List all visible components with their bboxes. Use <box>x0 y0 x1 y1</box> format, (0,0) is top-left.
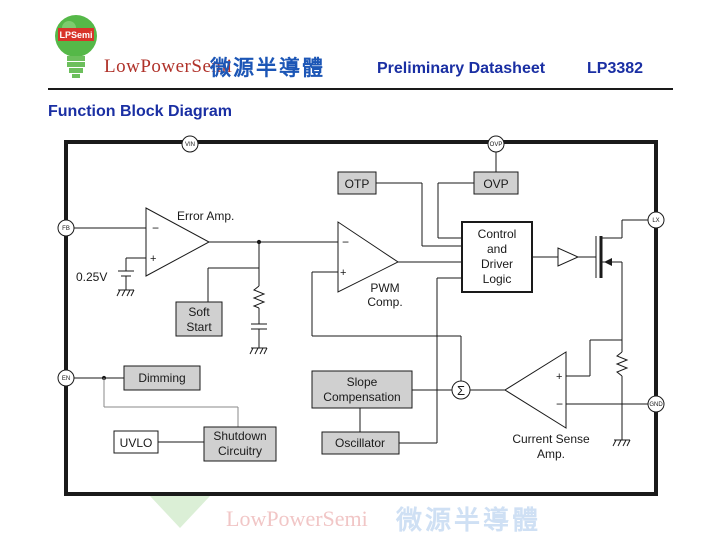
company-name-en: LowPowerSemi <box>104 56 233 77</box>
dimming-block <box>123 365 201 391</box>
ovp-block <box>473 171 519 195</box>
pin-vin-label: VIN <box>185 142 195 148</box>
error-amp-label: Error Amp. <box>177 209 234 223</box>
csa-label-2: Amp. <box>537 447 565 461</box>
vref-label: 0.25V <box>76 270 107 284</box>
control-label-2: and <box>487 242 507 256</box>
control-logic-block <box>461 221 533 293</box>
logo-text: LPSemi <box>59 30 92 40</box>
csa-minus: − <box>556 397 563 411</box>
section-title: Function Block Diagram <box>48 103 233 120</box>
csa-label-1: Current Sense <box>512 432 590 446</box>
csa-plus: + <box>556 371 562 383</box>
pwm-minus: − <box>342 235 349 249</box>
uvlo-label: UVLO <box>120 436 153 450</box>
ovp-label: OVP <box>483 177 508 191</box>
shutdown-block <box>203 426 277 462</box>
soft-start-label-2: Start <box>186 320 212 334</box>
error-amp-plus: + <box>150 253 156 265</box>
control-label-4: Logic <box>483 272 512 286</box>
pin-gnd-label: GND <box>649 402 663 408</box>
pin-fb-label: FB <box>62 226 70 232</box>
pin-ovp <box>487 135 505 153</box>
otp-block <box>337 171 377 195</box>
footer-logo-watermark <box>150 496 210 528</box>
company-name-zh: 微源半導體 <box>210 57 325 80</box>
shutdown-label-2: Circuitry <box>218 444 262 458</box>
slope-label-1: Slope <box>347 375 378 389</box>
pwm-plus: + <box>340 267 346 279</box>
oscillator-label: Oscillator <box>335 436 385 450</box>
pwm-label-2: Comp. <box>367 295 402 309</box>
pwm-comparator <box>337 221 399 293</box>
soft-start-label-1: Soft <box>188 305 210 319</box>
pin-lx <box>647 211 665 229</box>
slope-compensation-block <box>311 370 413 409</box>
chip-outline <box>64 140 658 496</box>
slope-label-2: Compensation <box>323 390 400 404</box>
footer-company-zh: 微源半導體 <box>396 505 542 535</box>
pwm-label-1: PWM <box>370 281 399 295</box>
otp-label: OTP <box>345 177 370 191</box>
pin-lx-label: LX <box>652 218 659 224</box>
pin-vin <box>181 135 199 153</box>
company-logo: LPSemi <box>55 15 97 78</box>
current-sense-amp <box>504 351 567 429</box>
shutdown-label-1: Shutdown <box>213 429 266 443</box>
sum-node <box>451 380 471 400</box>
pin-ovp-label: OVP <box>490 142 503 148</box>
dimming-label: Dimming <box>138 371 185 385</box>
oscillator-block <box>321 431 400 455</box>
error-amp-minus: − <box>152 221 159 235</box>
pin-gnd <box>647 395 665 413</box>
header-divider <box>48 88 673 90</box>
pin-en-label: EN <box>62 376 70 382</box>
ground-symbols <box>116 289 631 447</box>
footer-company-en: LowPowerSemi <box>226 506 368 531</box>
control-label-1: Control <box>478 227 517 241</box>
soft-start-block <box>175 301 223 337</box>
gate-driver <box>557 247 580 267</box>
sum-symbol: Σ <box>457 383 465 398</box>
pin-en <box>57 369 75 387</box>
mosfet-arrow <box>604 258 612 266</box>
pin-fb <box>57 219 75 237</box>
error-amp <box>145 207 211 277</box>
uvlo-block <box>113 430 159 454</box>
control-label-3: Driver <box>481 257 513 271</box>
document-title: Preliminary Datasheet <box>377 60 546 77</box>
part-number: LP3382 <box>587 60 644 77</box>
